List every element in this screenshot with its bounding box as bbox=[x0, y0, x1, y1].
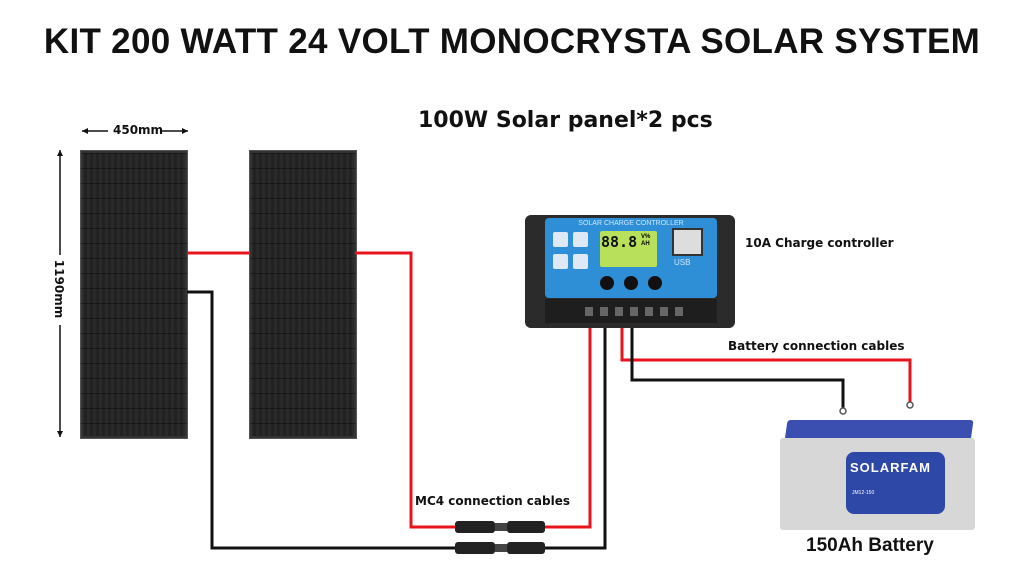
menu-button[interactable] bbox=[600, 276, 614, 290]
red-wire-pv2 bbox=[545, 322, 592, 529]
controller-label: 10A Charge controller bbox=[745, 236, 894, 250]
black-wire-pv bbox=[187, 290, 455, 550]
black-wire-battery bbox=[630, 322, 845, 408]
mc4-label: MC4 connection cables bbox=[415, 494, 570, 508]
panels-label: 100W Solar panel*2 pcs bbox=[418, 108, 713, 133]
down-button[interactable] bbox=[648, 276, 662, 290]
lcd-display: 88.8 bbox=[601, 233, 638, 251]
up-button[interactable] bbox=[624, 276, 638, 290]
red-wire-battery bbox=[620, 322, 912, 402]
usb-ports bbox=[672, 228, 703, 256]
battery-brand: SOLARFAM bbox=[850, 460, 931, 475]
solar-panel-2 bbox=[249, 150, 357, 439]
page-title: KIT 200 WATT 24 VOLT MONOCRYSTA SOLAR SY… bbox=[43, 22, 981, 61]
lcd-units: V% AH bbox=[641, 234, 651, 247]
solar-panel-1 bbox=[80, 150, 188, 439]
width-dimension: 450mm bbox=[113, 123, 164, 137]
battery-model: JM12-150 bbox=[852, 490, 875, 496]
usb-label: USB bbox=[674, 258, 691, 267]
charge-controller: SOLAR CHARGE CONTROLLER 88.8 V% AH USB bbox=[525, 215, 735, 328]
battery-label: 150Ah Battery bbox=[806, 535, 934, 556]
battery: SOLARFAM JM12-150 bbox=[780, 420, 998, 532]
battery-cables-label: Battery connection cables bbox=[728, 339, 905, 353]
red-wire-pv bbox=[355, 251, 455, 529]
controller-face-title: SOLAR CHARGE CONTROLLER bbox=[578, 220, 684, 227]
terminal-block bbox=[545, 299, 717, 323]
mc4-connector-red bbox=[455, 521, 545, 533]
black-wire-pv2 bbox=[545, 322, 607, 550]
mc4-connector-black bbox=[455, 542, 545, 554]
